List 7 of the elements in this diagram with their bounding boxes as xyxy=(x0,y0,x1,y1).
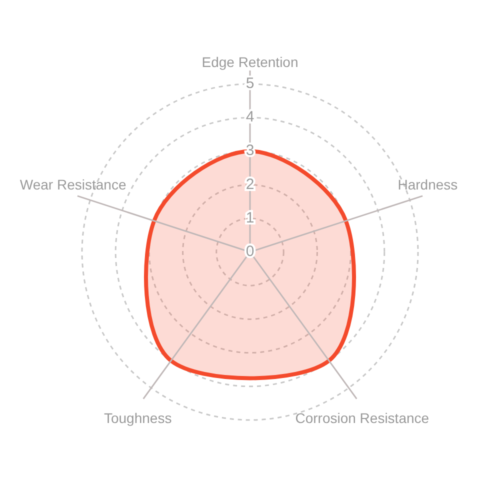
tick-label: 0 xyxy=(246,242,254,260)
axis-label: Wear Resistance xyxy=(20,176,126,193)
tick-label: 3 xyxy=(246,142,254,160)
axis-label: Hardness xyxy=(398,176,458,193)
axis-label: Toughness xyxy=(104,410,172,426)
axis-label: Edge Retention xyxy=(202,54,298,70)
axis-label: Corrosion Resistance xyxy=(295,410,430,426)
